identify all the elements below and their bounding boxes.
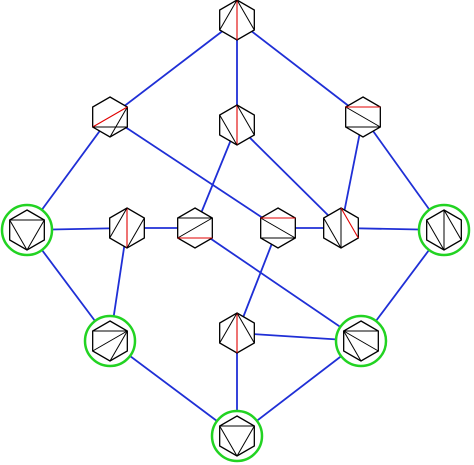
node-n1 (219, 0, 255, 41)
flipped-diagonal (340, 207, 359, 239)
diagonal (177, 217, 213, 239)
diagonal (219, 0, 238, 31)
flipped-diagonal (92, 106, 128, 128)
node-n12 (219, 312, 255, 354)
diagonal (343, 330, 362, 362)
diagonal (260, 217, 296, 239)
node-n14 (219, 415, 255, 457)
edge-n1-n4 (236, 19, 364, 118)
edges-layer (26, 19, 445, 437)
node-n6 (109, 207, 145, 249)
node-n10 (426, 209, 462, 251)
diagonal (109, 330, 128, 362)
diagonal (343, 330, 379, 352)
diagonal (443, 209, 462, 241)
diagonal (26, 219, 45, 251)
diagonal (9, 219, 28, 251)
diagonal (236, 425, 255, 457)
node-n5 (9, 209, 45, 251)
diagonal (92, 330, 128, 352)
diagonal (236, 312, 255, 344)
edge-n2-n8 (109, 116, 279, 229)
edge-n3-n9 (236, 124, 342, 229)
edge-n8-n12 (236, 227, 279, 334)
edge-n7-n13 (194, 227, 362, 342)
diagonal (323, 217, 342, 249)
diagonal (109, 106, 128, 138)
node-n13 (343, 320, 379, 362)
node-n4 (345, 96, 381, 138)
diagonal (426, 219, 445, 251)
diagonal (345, 106, 381, 128)
node-n8 (260, 207, 296, 249)
diagonal (236, 104, 255, 136)
diagonal (219, 114, 238, 146)
nodes-layer (9, 0, 462, 457)
edge-n1-n2 (109, 19, 238, 118)
edge-n3-n7 (194, 124, 238, 229)
node-n7 (177, 207, 213, 249)
node-n3 (219, 104, 255, 146)
node-n9 (323, 207, 359, 249)
edge-n11-n14 (109, 340, 238, 437)
diagonal (219, 312, 238, 344)
node-n2 (92, 96, 128, 138)
diagonal (219, 425, 238, 457)
diagonal (236, 0, 255, 31)
diagonal (109, 207, 128, 239)
node-n11 (92, 320, 128, 362)
diagonal (126, 217, 145, 249)
